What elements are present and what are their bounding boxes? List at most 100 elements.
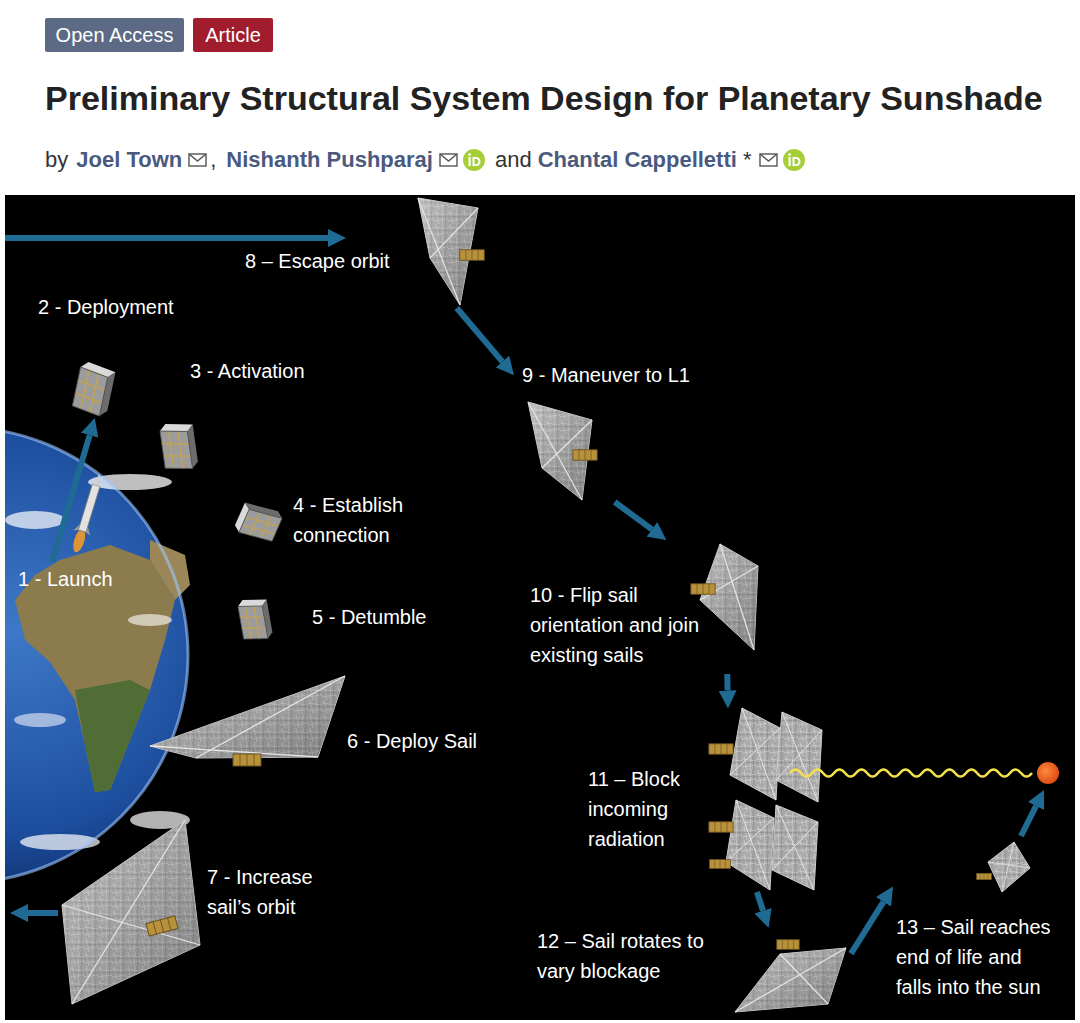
- type-badge: Article: [193, 18, 273, 52]
- step-label: 2 - Deployment: [38, 292, 198, 322]
- solar-sail: [233, 754, 261, 766]
- process-step: 1 - Launch: [15, 562, 121, 597]
- process-step: 2 - Deployment: [35, 292, 201, 418]
- cubesat: [159, 420, 199, 472]
- solar-sail: [146, 916, 178, 936]
- solar-sail: [62, 820, 200, 1004]
- separator: ,: [210, 146, 216, 174]
- email-icon: [189, 154, 206, 166]
- process-step: 11 – Block incoming radiation: [584, 704, 830, 892]
- earth: [128, 614, 172, 626]
- solar-sail: [150, 676, 345, 758]
- process-step: 10 - Flip sail orientation and join exis…: [526, 540, 760, 674]
- sail-array: [710, 860, 731, 869]
- orcid-icon: [472, 157, 480, 166]
- solar-sail: [691, 584, 715, 594]
- flow-arrow: [724, 674, 730, 691]
- cubesat: [237, 596, 273, 643]
- solar-sail: [700, 544, 758, 650]
- earth: [5, 427, 188, 883]
- solar-sail: [460, 250, 485, 261]
- step-label: 10 - Flip sail orientation and join exis…: [530, 580, 716, 670]
- solar-sail: [735, 948, 846, 1012]
- orcid-icon: [781, 148, 809, 172]
- orcid-icon: [461, 148, 489, 172]
- process-step: 5 - Detumble: [233, 590, 443, 646]
- step-label: 1 - Launch: [18, 564, 118, 594]
- solar-sail: [735, 940, 846, 1012]
- sail-array: [730, 708, 780, 800]
- cubesat: [71, 361, 116, 418]
- flow-arrow: [52, 435, 90, 562]
- orcid-icon: [783, 149, 805, 171]
- step-label: 8 – Escape orbit: [245, 246, 397, 276]
- author-name: Chantal Cappelletti: [538, 146, 737, 174]
- email-icon: [440, 154, 457, 166]
- sail-array: [709, 708, 822, 890]
- solar-sail: [150, 676, 345, 766]
- earth: [5, 427, 190, 883]
- cubesat: [233, 501, 283, 542]
- process-step: 6 - Deploy Sail: [146, 668, 486, 766]
- step-label: 6 - Deploy Sail: [347, 726, 483, 756]
- step-label: 5 - Detumble: [312, 602, 440, 632]
- step-label: 12 – Sail rotates to vary blockage: [537, 926, 719, 986]
- solar-sail: [528, 402, 597, 500]
- earth: [15, 545, 175, 792]
- process-step: 12 – Sail rotates to vary blockage: [533, 926, 851, 1018]
- solar-sail: [62, 820, 200, 1004]
- process-step: 4 - Establish connection: [230, 488, 420, 556]
- email-icon: [189, 154, 206, 161]
- solar-sail: [528, 402, 592, 500]
- solar-sail: [418, 198, 478, 305]
- flow-arrow: [457, 308, 503, 362]
- byline-word: and: [495, 146, 532, 174]
- earth: [5, 511, 65, 529]
- orcid-icon: [468, 153, 471, 156]
- author-name: Nishanth Pushparaj: [226, 146, 433, 174]
- email-icon: [184, 152, 210, 168]
- process-step: 8 – Escape orbit: [240, 194, 495, 308]
- step-label: 13 – Sail reaches end of life and falls …: [896, 912, 1056, 1002]
- sail-array: [776, 712, 822, 802]
- title-block: Preliminary Structural System Design for…: [45, 78, 1075, 118]
- solar-sail: [691, 544, 758, 650]
- sail-array: [772, 805, 818, 890]
- email-icon: [755, 152, 781, 168]
- solar-sail: [150, 676, 345, 758]
- solar-sail: [700, 544, 758, 650]
- flow-arrow: [1021, 806, 1036, 836]
- sail-array: [726, 708, 822, 890]
- rocket: [73, 523, 93, 536]
- solar-sail: [150, 676, 345, 758]
- step-label: 11 – Block incoming radiation: [588, 764, 700, 854]
- space-background: [5, 195, 1075, 1020]
- rocket: [92, 473, 103, 487]
- email-icon: [440, 154, 457, 161]
- solar-sail: [700, 544, 758, 650]
- solar-sail: [573, 450, 597, 460]
- step-label: 9 - Maneuver to L1: [522, 360, 694, 390]
- solar-sail: [977, 873, 992, 879]
- solar-sail: [988, 842, 1030, 892]
- earth: [75, 680, 150, 792]
- orcid-icon: [463, 149, 485, 171]
- orcid-icon: [789, 153, 792, 156]
- sail-array: [726, 800, 774, 890]
- solar-sail: [988, 842, 1030, 892]
- orcid-icon: [468, 157, 470, 166]
- orcid-icon: [793, 157, 801, 166]
- sail-array: [709, 822, 733, 832]
- byline-word: by: [45, 146, 68, 174]
- orcid-icon: [789, 157, 791, 166]
- earth: [5, 427, 188, 883]
- solar-sail: [977, 842, 1030, 892]
- article-title: Preliminary Structural System Design for…: [45, 78, 1075, 118]
- radiation-wave: [790, 770, 1032, 777]
- solar-sail: [418, 198, 478, 305]
- rocket: [67, 471, 108, 555]
- step-label: 3 - Activation: [190, 356, 320, 386]
- process-step: 7 - Increase sail’s orbit: [55, 814, 327, 1008]
- step-label: 4 - Establish connection: [293, 490, 415, 550]
